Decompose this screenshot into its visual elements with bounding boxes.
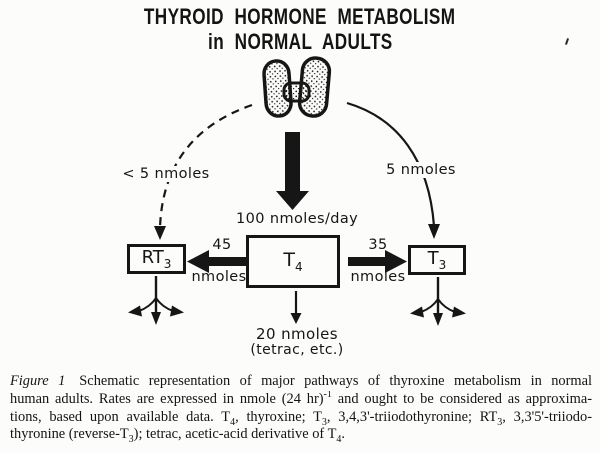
- t4-degradation-arrow: [290, 291, 302, 324]
- t4-box: T4: [246, 235, 340, 288]
- caption-line: thyronine (reverse-T3); tetrac, acetic-a…: [10, 426, 345, 445]
- left-pathway-label: < 5 nmoles: [112, 166, 220, 182]
- t3-box-label: T3: [427, 247, 447, 272]
- main-secretion-arrow: [276, 132, 309, 210]
- rt3-box-label: RT3: [141, 246, 172, 271]
- figure-title: THYROID HORMONE METABOLISM in NORMAL ADU…: [0, 6, 600, 56]
- t4-to-t3-rate-value: 35: [368, 237, 388, 253]
- t4-box-label: T4: [283, 248, 303, 274]
- t4-degradation-note: (tetrac, etc.): [250, 342, 344, 358]
- t4-degradation-value: 20 nmoles: [256, 325, 338, 343]
- t4-to-rt3-rate-unit: nmoles: [191, 269, 247, 285]
- secretion-rate-label: 100 nmoles/day: [236, 211, 359, 227]
- t3-box: T3: [408, 245, 466, 275]
- rt3-box: RT3: [127, 244, 186, 274]
- t4-to-t3-rate-unit: nmoles: [350, 269, 406, 285]
- thyroid-gland-icon: [262, 56, 332, 118]
- title-line-2: in NORMAL ADULTS: [207, 29, 393, 54]
- title-line-1: THYROID HORMONE METABOLISM: [144, 4, 456, 29]
- right-secretion-arc: [346, 101, 440, 239]
- left-secretion-arc: [154, 103, 253, 240]
- t4-to-t3-arrow: [348, 250, 407, 273]
- t4-to-rt3-rate-value: 45: [212, 237, 232, 253]
- rt3-disposal-arrows: [126, 274, 186, 327]
- caption-line: tions, based upon available data. T4, th…: [10, 408, 592, 427]
- right-pathway-label: 5 nmoles: [382, 162, 460, 178]
- t3-disposal-arrows: [408, 275, 468, 328]
- t4-to-rt3-arrow: [187, 250, 248, 273]
- caption-line: human adults. Rates are expressed in nmo…: [10, 390, 592, 407]
